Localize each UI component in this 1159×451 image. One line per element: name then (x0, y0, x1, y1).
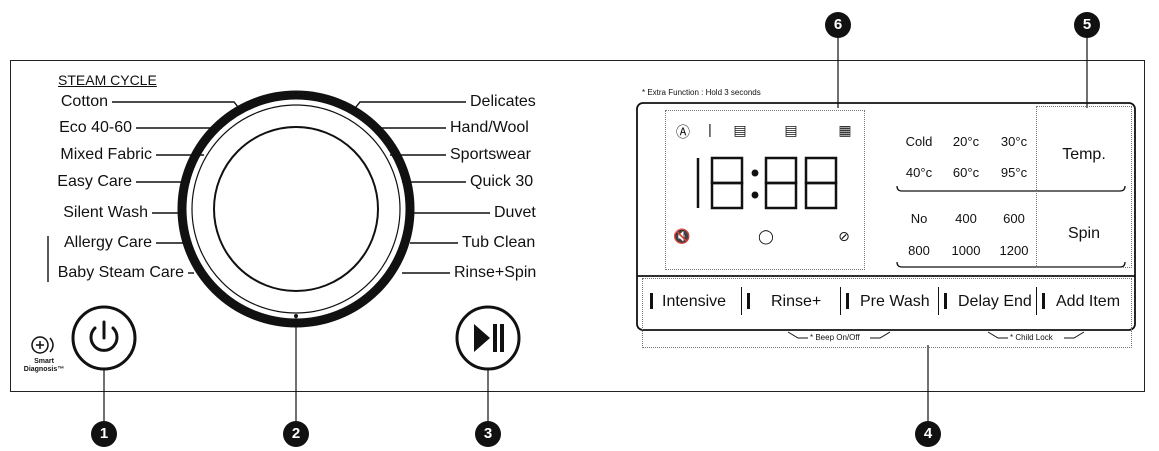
smart-diagnosis-icon (31, 336, 54, 354)
program-quick-30[interactable]: Quick 30 (470, 173, 534, 190)
steam-cycle-header: STEAM CYCLE (58, 72, 157, 88)
beep-note: * Beep On/Off (810, 333, 860, 342)
option-indicator (846, 293, 849, 309)
power-icon (89, 320, 119, 352)
option-indicator (650, 293, 653, 309)
program-rinse-spin[interactable]: Rinse+Spin (454, 264, 537, 281)
start-pause-button[interactable] (455, 305, 521, 371)
callout-5: 5 (1074, 12, 1100, 38)
spin-brace (896, 261, 1126, 268)
program-sportswear[interactable]: Sportswear (450, 146, 531, 163)
add-item-button[interactable]: Add Item (1056, 293, 1121, 310)
spin-tub-icon: ▦ (838, 122, 852, 138)
option-separator (741, 287, 742, 315)
program-silent-wash[interactable]: Silent Wash (63, 204, 148, 221)
program-duvet[interactable]: Duvet (494, 204, 536, 221)
program-dial-ring (177, 90, 415, 328)
program-tub-clean[interactable]: Tub Clean (462, 234, 536, 251)
program-allergy-care[interactable]: Allergy Care (63, 234, 152, 251)
intensive-button[interactable]: Intensive (662, 293, 727, 310)
temp-cold: Cold (905, 134, 933, 149)
divider-icon: | (708, 121, 712, 137)
program-mixed-fabric[interactable]: Mixed Fabric (60, 146, 152, 163)
left-leader-lines (47, 101, 243, 282)
program-eco-40-60[interactable]: Eco 40-60 (59, 119, 132, 136)
spin-800: 800 (908, 243, 930, 258)
wash-tub-icon: ▤ (733, 122, 747, 138)
callout-leaders (103, 36, 1088, 421)
temp-95: 95°c (1000, 165, 1028, 180)
rinse-tub-icon: ▤ (784, 122, 798, 138)
temp-20: 20°c (952, 134, 980, 149)
pre-wash-button[interactable]: Pre Wash (860, 293, 930, 310)
beep-brace-right (870, 331, 891, 339)
callout-6: 6 (825, 12, 851, 38)
program-baby-steam-care[interactable]: Baby Steam Care (57, 264, 184, 281)
program-dial-inner-ring (191, 104, 401, 314)
dial-indicator (294, 314, 298, 318)
rinse-plus-button[interactable]: Rinse+ (771, 293, 822, 310)
option-indicator (747, 293, 750, 309)
ai-icon: Ⓐ (676, 124, 690, 140)
door-lock-icon: ⊘ (838, 228, 850, 244)
options-area (642, 278, 1132, 348)
option-separator (840, 287, 841, 315)
program-cotton[interactable]: Cotton (60, 93, 108, 110)
beep-brace-left (787, 331, 808, 339)
childlock-brace-left (987, 331, 1008, 339)
smart-diagnosis-label: Smart Diagnosis™ (23, 358, 65, 373)
childlock-brace-right (1064, 331, 1085, 339)
right-leader-lines (351, 101, 490, 274)
spin-400: 400 (955, 211, 977, 226)
mute-icon: 🔇 (673, 228, 691, 244)
spin-button[interactable]: Spin (1067, 225, 1101, 242)
spin-1000: 1000 (951, 243, 981, 258)
callout-4: 4 (915, 421, 941, 447)
control-panel (10, 60, 1145, 392)
temp-40: 40°c (905, 165, 933, 180)
spin-no: No (910, 211, 928, 226)
delay-end-button[interactable]: Delay End (958, 293, 1032, 310)
child-lock-note: * Child Lock (1010, 333, 1053, 342)
extra-function-note: * Extra Function : Hold 3 seconds (642, 88, 761, 97)
option-indicator (1042, 293, 1045, 309)
play-pause-icon (474, 324, 504, 352)
temp-button[interactable]: Temp. (1062, 146, 1106, 163)
temp-60: 60°c (952, 165, 980, 180)
lcd-digits (696, 156, 838, 210)
child-lock-icon: ◯ (758, 228, 774, 244)
power-button[interactable] (71, 305, 137, 371)
temp-brace (896, 185, 1126, 192)
program-easy-care[interactable]: Easy Care (57, 173, 132, 190)
temp-spin-button-area (1036, 106, 1132, 268)
spin-1200: 1200 (999, 243, 1029, 258)
option-separator (1036, 287, 1037, 315)
lcd-display (665, 110, 865, 270)
option-indicator (944, 293, 947, 309)
spin-600: 600 (1003, 211, 1025, 226)
callout-2: 2 (283, 421, 309, 447)
program-hand-wool[interactable]: Hand/Wool (450, 119, 529, 136)
callout-3: 3 (475, 421, 501, 447)
program-dial-knob[interactable] (213, 126, 379, 292)
callout-1: 1 (91, 421, 117, 447)
temp-30: 30°c (1000, 134, 1028, 149)
display-panel-border (636, 102, 1136, 331)
program-delicates[interactable]: Delicates (470, 93, 536, 110)
option-separator (938, 287, 939, 315)
